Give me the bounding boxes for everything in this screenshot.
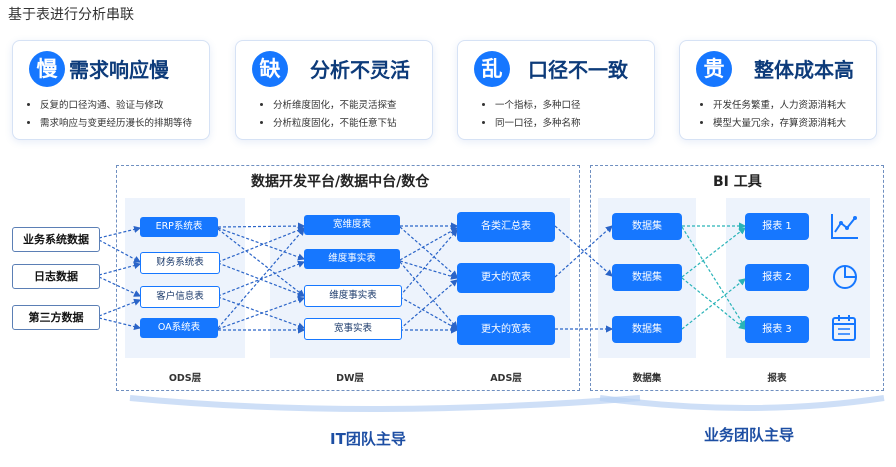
card-bullet: 模型大量冗余，存算资源消耗大 xyxy=(694,115,846,133)
problem-card-inflexible: 缺 分析不灵活 分析维度固化，不能灵活探查 分析粒度固化，不能任意下钻 xyxy=(235,40,433,140)
dataset-label: 数据集 xyxy=(632,373,662,384)
card-bullet: 一个指标，多种口径 xyxy=(476,97,581,115)
problem-card-inconsistent: 乱 口径不一致 一个指标，多种口径 同一口径，多种名称 xyxy=(457,40,655,140)
pie-chart-icon xyxy=(833,265,857,289)
bi-region xyxy=(590,165,884,391)
card-bullet: 需求响应与变更经历漫长的排期等待 xyxy=(21,115,192,133)
card-bullet: 开发任务繁重，人力资源消耗大 xyxy=(694,97,846,115)
dw-table: 维度事实表 xyxy=(304,249,400,269)
card-badge: 乱 xyxy=(474,51,510,87)
dw-label: DW层 xyxy=(336,373,364,384)
card-title: 整体成本高 xyxy=(754,58,854,82)
source-business-system: 业务系统数据 xyxy=(12,227,100,252)
report-item: 报表 3 xyxy=(745,316,809,343)
bi-title: BI 工具 xyxy=(713,174,762,190)
ods-label: ODS层 xyxy=(168,373,202,384)
dataset-item: 数据集 xyxy=(612,316,682,343)
line-chart-icon xyxy=(831,214,858,239)
card-bullet: 同一口径，多种名称 xyxy=(476,115,581,133)
card-bullet: 分析粒度固化，不能任意下钻 xyxy=(254,115,397,133)
problem-card-slow: 慢 需求响应慢 反复的口径沟通、验证与修改 需求响应与变更经历漫长的排期等待 xyxy=(12,40,210,140)
page-title: 基于表进行分析串联 xyxy=(8,7,134,23)
card-title: 需求响应慢 xyxy=(69,58,169,82)
platform-region xyxy=(116,165,580,391)
business-team-label: 业务团队主导 xyxy=(704,426,795,444)
card-badge: 慢 xyxy=(29,51,65,87)
ads-table: 更大的宽表 xyxy=(457,315,555,345)
report-label: 报表 xyxy=(767,373,787,384)
it-team-label: IT团队主导 xyxy=(330,430,406,448)
dw-table: 维度事实表 xyxy=(304,285,402,307)
platform-title: 数据开发平台/数据中台/数仓 xyxy=(251,174,430,190)
dataset-item: 数据集 xyxy=(612,264,682,291)
card-badge: 贵 xyxy=(696,51,732,87)
card-bullet: 反复的口径沟通、验证与修改 xyxy=(21,97,192,115)
card-title: 分析不灵活 xyxy=(310,58,410,82)
source-third-party: 第三方数据 xyxy=(12,305,100,330)
ads-label: ADS层 xyxy=(490,373,522,384)
dw-table: 宽事实表 xyxy=(304,318,402,340)
ads-table: 各类汇总表 xyxy=(457,212,555,242)
ads-table: 更大的宽表 xyxy=(457,263,555,293)
card-badge: 缺 xyxy=(252,51,288,87)
report-item: 报表 2 xyxy=(745,264,809,291)
ods-table: 财务系统表 xyxy=(140,252,220,274)
card-bullet: 分析维度固化，不能灵活探查 xyxy=(254,97,397,115)
ods-table: OA系统表 xyxy=(140,318,218,338)
ods-table: 客户信息表 xyxy=(140,286,220,308)
problem-card-costly: 贵 整体成本高 开发任务繁重，人力资源消耗大 模型大量冗余，存算资源消耗大 xyxy=(679,40,877,140)
calendar-icon xyxy=(832,315,856,341)
source-log: 日志数据 xyxy=(12,264,100,289)
ods-table: ERP系统表 xyxy=(140,217,218,237)
dataset-item: 数据集 xyxy=(612,213,682,240)
card-title: 口径不一致 xyxy=(528,58,628,82)
dw-table: 宽维度表 xyxy=(304,215,400,235)
report-item: 报表 1 xyxy=(745,213,809,240)
